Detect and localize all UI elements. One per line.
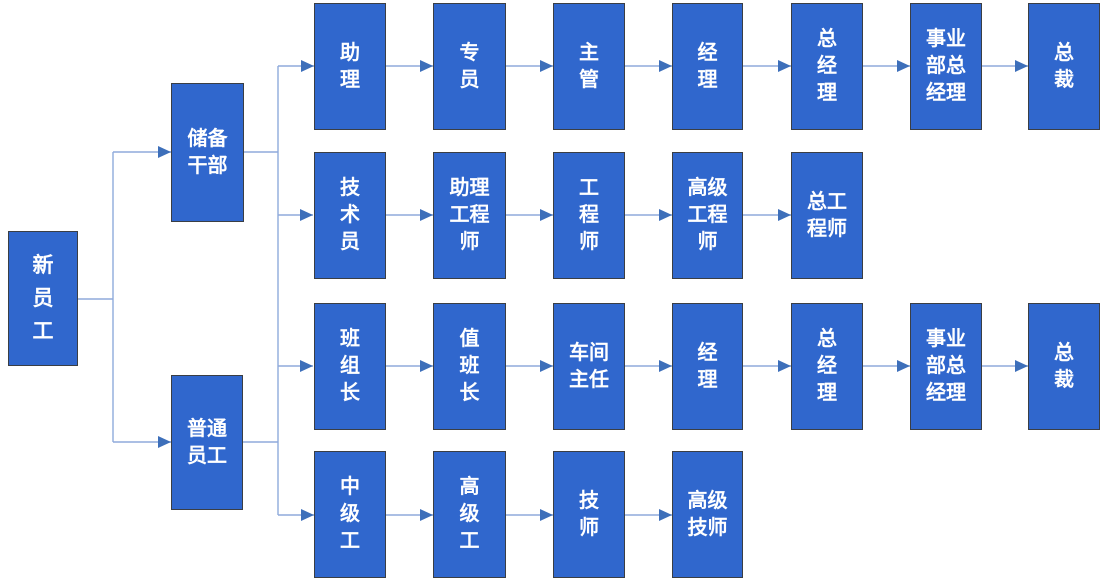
node-new-employee: 新 员 工 xyxy=(8,231,78,366)
node-label: 经 理 xyxy=(697,41,718,91)
node-ordinary-employee: 普通 员工 xyxy=(171,375,243,510)
node-team-leader: 班 组 长 xyxy=(314,303,386,430)
node-manager-2: 经 理 xyxy=(672,303,743,430)
node-label: 值 班 长 xyxy=(459,328,480,404)
node-label: 车间 主任 xyxy=(569,341,609,391)
node-assistant-engineer: 助理 工程 师 xyxy=(433,152,506,279)
node-workshop-director: 车间 主任 xyxy=(553,303,625,430)
node-label: 总 裁 xyxy=(1054,41,1074,91)
node-senior-worker: 高 级 工 xyxy=(433,451,506,578)
node-label: 新 员 工 xyxy=(32,254,54,343)
node-general-manager: 总 经 理 xyxy=(791,3,863,130)
node-senior-skilled-technician: 高级 技师 xyxy=(672,451,743,578)
node-label: 总 经 理 xyxy=(817,28,837,104)
node-label: 储备 干部 xyxy=(187,127,228,177)
node-label: 工 程 师 xyxy=(579,177,599,253)
node-label: 普通 员工 xyxy=(187,417,227,467)
node-label: 助理 工程 师 xyxy=(449,177,490,253)
node-intermediate-worker: 中 级 工 xyxy=(314,451,386,578)
node-label: 事业 部总 经理 xyxy=(926,328,966,404)
node-label: 技 术 员 xyxy=(340,177,360,253)
node-label: 事业 部总 经理 xyxy=(926,28,966,104)
node-label: 技 师 xyxy=(579,489,599,539)
node-chief-engineer: 总工 程师 xyxy=(791,152,863,279)
node-label: 高 级 工 xyxy=(459,476,480,552)
node-reserve-cadre: 储备 干部 xyxy=(171,83,244,222)
node-label: 高级 技师 xyxy=(687,489,728,539)
node-senior-engineer: 高级 工程 师 xyxy=(672,152,743,279)
node-label: 总工 程师 xyxy=(807,190,847,240)
node-technician: 技 术 员 xyxy=(314,152,386,279)
node-president-2: 总 裁 xyxy=(1028,303,1100,430)
node-division-general-manager-2: 事业 部总 经理 xyxy=(910,303,982,430)
node-division-general-manager: 事业 部总 经理 xyxy=(910,3,982,130)
node-supervisor: 主 管 xyxy=(553,3,625,130)
node-label: 专 员 xyxy=(459,41,480,91)
node-label: 经 理 xyxy=(697,341,718,391)
node-label: 主 管 xyxy=(579,41,599,91)
node-label: 高级 工程 师 xyxy=(687,177,728,253)
node-engineer: 工 程 师 xyxy=(553,152,625,279)
node-shift-leader: 值 班 长 xyxy=(433,303,506,430)
node-general-manager-2: 总 经 理 xyxy=(791,303,863,430)
node-president: 总 裁 xyxy=(1028,3,1100,130)
node-skilled-technician: 技 师 xyxy=(553,451,625,578)
node-label: 总 裁 xyxy=(1054,341,1074,391)
node-manager: 经 理 xyxy=(672,3,743,130)
node-specialist: 专 员 xyxy=(433,3,506,130)
node-label: 助 理 xyxy=(340,41,360,91)
node-label: 总 经 理 xyxy=(817,328,837,404)
node-label: 中 级 工 xyxy=(340,476,360,552)
node-assistant: 助 理 xyxy=(314,3,386,130)
node-label: 班 组 长 xyxy=(340,328,360,404)
tree-branch-connectors xyxy=(78,60,314,521)
